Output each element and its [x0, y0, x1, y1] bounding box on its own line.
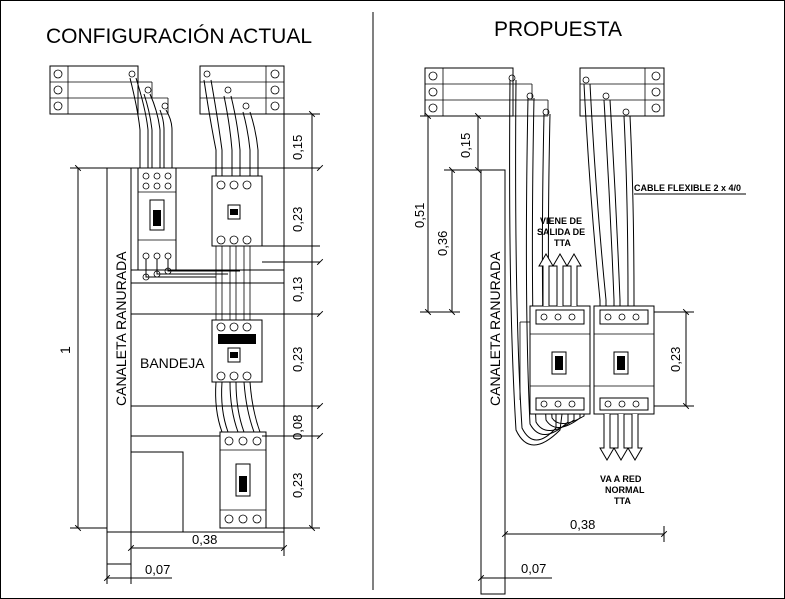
channel-label-left: CANALETA RANURADA: [113, 251, 129, 406]
dimensions-right-vertical: [420, 112, 694, 410]
right-drawing: PROPUESTA: [412, 18, 746, 595]
dim-r-width: 0,38: [570, 517, 595, 532]
busbar-block-right-b: [579, 67, 665, 117]
busbar-block-right-a: [424, 67, 550, 117]
contactor-upper: [211, 175, 263, 320]
dim-l-023a: 0,23: [290, 207, 305, 232]
from-label-3: TTA: [554, 238, 571, 248]
breaker-bottom: [219, 431, 267, 529]
dim-l-015: 0,15: [290, 135, 305, 160]
dim-r-023: 0,23: [668, 347, 683, 372]
channel-label-right: CANALETA RANURADA: [487, 251, 503, 406]
channel-right: CANALETA RANURADA: [480, 169, 506, 595]
breaker-right-1: [519, 305, 591, 415]
left-title: CONFIGURACIÓN ACTUAL: [46, 25, 312, 48]
cable-label: CABLE FLEXIBLE 2 x 4/0: [634, 183, 741, 193]
tray-label: BANDEJA: [140, 355, 205, 371]
breaker-right-2: [593, 305, 655, 415]
cables-left: [129, 77, 173, 170]
height-dimension-left: [70, 164, 107, 532]
to-label-2: NORMAL: [605, 485, 645, 495]
dim-r-036: 0,36: [435, 231, 450, 256]
dim-l-width: 0,38: [192, 532, 217, 547]
busbar-block-left: [49, 65, 169, 115]
width-dimension-left: [103, 532, 288, 584]
flex-cables: [583, 83, 635, 308]
dim-l-008: 0,08: [290, 415, 305, 440]
dim-r-015: 0,15: [458, 133, 473, 158]
cables-right: [203, 79, 259, 176]
to-label-1: VA A RED: [600, 474, 642, 484]
busbar-block-right: [199, 65, 285, 115]
channel-left: CANALETA RANURADA: [106, 167, 132, 565]
dim-l-channel: 0,07: [145, 562, 170, 577]
dim-l-height: 1: [57, 346, 73, 354]
width-dimension-right: [477, 526, 668, 586]
dim-l-013: 0,13: [290, 277, 305, 302]
dim-l-023c: 0,23: [290, 473, 305, 498]
dim-r-channel: 0,07: [521, 561, 546, 576]
dim-l-023b: 0,23: [290, 347, 305, 372]
contactor-lower: [211, 319, 263, 433]
arrows-down: [599, 414, 643, 461]
to-label-3: TTA: [614, 496, 631, 506]
arrows-up: [538, 253, 582, 306]
left-drawing: CONFIGURACIÓN ACTUAL: [46, 25, 324, 584]
from-label-1: VIENE DE: [540, 216, 582, 226]
from-label-2: SALIDA DE: [537, 227, 585, 237]
dim-r-051: 0,51: [412, 203, 427, 228]
right-title: PROPUESTA: [494, 18, 622, 41]
breaker-top-left: [137, 167, 177, 271]
dimensions-left-vertical: [262, 110, 324, 532]
